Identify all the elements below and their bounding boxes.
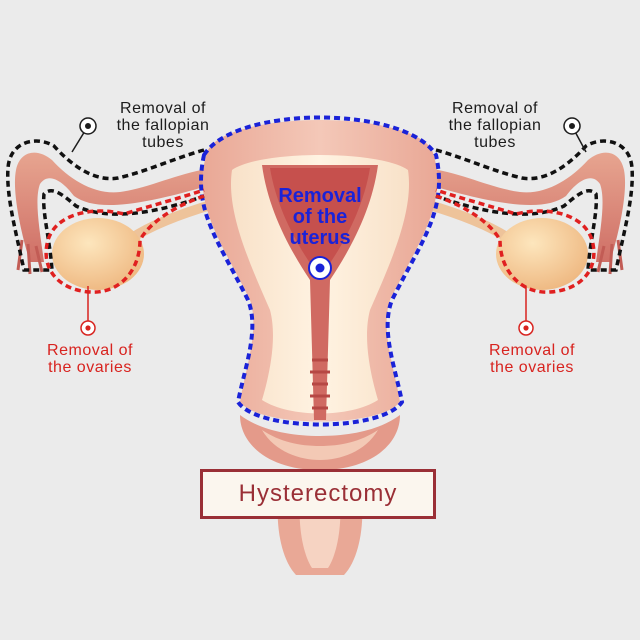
title-box: Hysterectomy [200, 469, 436, 519]
target-dot-icon [308, 256, 332, 280]
ovary-removal-outline-right [435, 188, 596, 294]
label-tubes-left: Removal of the fallopian tubes [116, 100, 210, 151]
target-dot-icon [79, 117, 97, 135]
fallopian-tube-right [426, 152, 626, 275]
target-dot-icon [518, 320, 534, 336]
ovary-left [52, 218, 144, 290]
label-tubes-right: Removal of the fallopian tubes [448, 100, 542, 151]
label-uterus: Removal of the uterus [278, 185, 362, 249]
target-dot-icon [563, 117, 581, 135]
diagram-title: Hysterectomy [238, 480, 398, 507]
label-ovaries-right: Removal of the ovaries [489, 342, 575, 376]
cervix [240, 415, 400, 470]
ovary-removal-outline-left [44, 188, 205, 294]
label-ovaries-left: Removal of the ovaries [47, 342, 133, 376]
ovary-right [496, 218, 588, 290]
uterus-removal-outline [199, 115, 441, 427]
tube-removal-outline-right [435, 139, 635, 272]
tube-removal-outline-left [5, 139, 205, 272]
target-dot-icon [80, 320, 96, 336]
